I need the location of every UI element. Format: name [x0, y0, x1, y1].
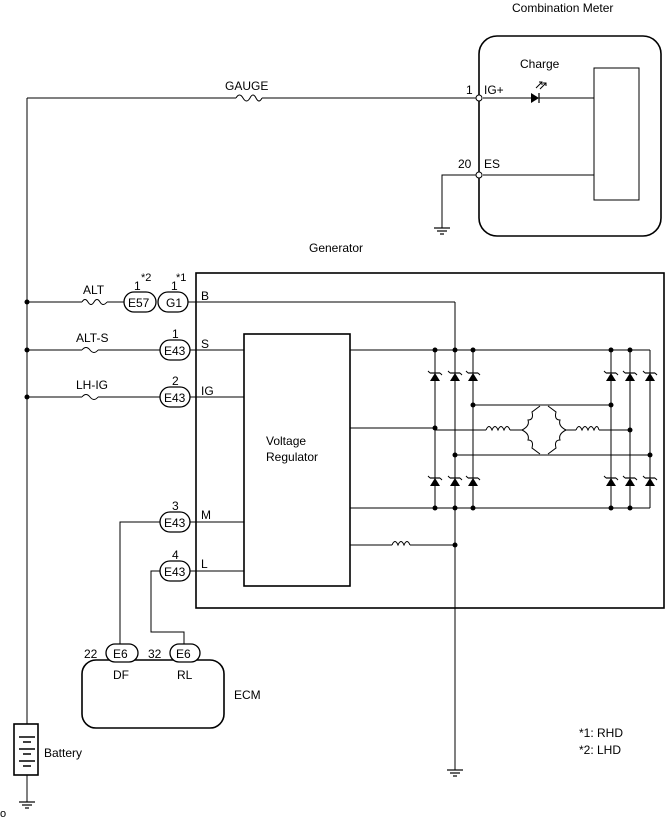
battery-ground-icon [18, 801, 36, 809]
connector-g1-note: *1 [176, 272, 186, 284]
connector-e43-s-pin: 1 [172, 327, 179, 341]
generator-label: Generator [309, 241, 363, 255]
voltage-regulator-box [243, 333, 351, 587]
generator-box [195, 272, 665, 609]
connector-e43-s [159, 339, 191, 361]
diode-icon [465, 370, 481, 382]
alt-fuse-icon [81, 299, 108, 305]
meter-gauge-block [593, 67, 640, 201]
lh-ig-fuse-icon [81, 394, 99, 400]
ecm-label: ECM [234, 688, 261, 702]
diode-icon [642, 475, 658, 487]
lh-ig-fuse-label: LH-IG [76, 378, 108, 392]
battery-label: Battery [44, 746, 82, 760]
combination-meter-box [478, 35, 662, 237]
combination-meter: Combination Meter Charge 1 IG+ 20 ES [458, 1, 662, 237]
terminal-ig-label: IG [201, 384, 214, 398]
generator-ground-icon [446, 769, 464, 777]
connector-e43-l-pin: 4 [172, 548, 179, 562]
connector-e43-ig-label: E43 [164, 391, 186, 405]
diode-icon [622, 370, 638, 382]
battery: Battery [13, 723, 82, 776]
voltage-regulator-label-2: Regulator [266, 450, 318, 464]
connector-e6-df-pin: 22 [84, 647, 98, 661]
corner-mark: o [0, 808, 6, 819]
pin-es-number: 20 [458, 157, 472, 171]
connector-e6-rl-pin: 32 [148, 647, 162, 661]
note-lhd: *2: LHD [579, 743, 621, 757]
note-rhd: *1: RHD [579, 726, 623, 740]
diode-icon [427, 475, 443, 487]
connector-e57 [123, 291, 157, 313]
terminal-m-label: M [201, 508, 211, 522]
pin-es-terminal [475, 171, 483, 179]
connector-g1 [157, 291, 189, 313]
stator-coil-right-icon [547, 405, 600, 455]
alt-s-fuse-label: ALT-S [76, 331, 108, 345]
ecm-terminal-df: DF [113, 668, 129, 682]
charge-lamp-label: Charge [520, 57, 560, 71]
ecm: ECM E6 E6 22 32 DF RL [81, 643, 261, 729]
diode-icon [603, 370, 619, 382]
pin-ig-plus-name: IG+ [484, 83, 504, 97]
connector-e6-rl [169, 643, 201, 663]
diode-icon [465, 475, 481, 487]
connector-e43-s-label: E43 [164, 344, 186, 358]
connector-e43-ig-pin: 2 [172, 374, 179, 388]
diode-icon [447, 370, 463, 382]
connector-e6-df [105, 643, 139, 663]
diode-icon [622, 475, 638, 487]
connector-e43-l-label: E43 [164, 565, 186, 579]
combination-meter-label: Combination Meter [512, 1, 613, 15]
connector-g1-pin: 1 [171, 279, 178, 293]
voltage-regulator-label-1: Voltage [266, 434, 306, 448]
connector-g1-label: G1 [166, 296, 182, 310]
alt-s-fuse-icon [81, 347, 99, 353]
diode-icon [427, 370, 443, 382]
generator: Generator Voltage Regulator [195, 241, 665, 609]
ecm-box [81, 659, 225, 729]
terminal-l-label: L [201, 557, 208, 571]
alt-fuse-label: ALT [83, 283, 105, 297]
stator-coil-left-icon [485, 405, 541, 455]
rectifier-bridge [350, 347, 658, 511]
diode-icon [447, 475, 463, 487]
connector-e57-label: E57 [128, 296, 150, 310]
field-coil-icon [391, 541, 411, 547]
gauge-fuse-icon [235, 94, 263, 102]
pin-ig-plus-number: 1 [466, 83, 473, 97]
connector-e43-m [159, 511, 191, 533]
diode-icon [642, 370, 658, 382]
connector-e6-rl-label: E6 [176, 647, 191, 661]
battery-box [13, 723, 39, 776]
connector-e6-df-label: E6 [113, 647, 128, 661]
diode-icon [603, 475, 619, 487]
terminal-b-label: B [201, 289, 209, 303]
connector-e57-note: *2 [141, 272, 151, 284]
connector-e43-l [159, 560, 191, 582]
connector-e57-pin: 1 [134, 279, 141, 293]
connector-e43-m-label: E43 [164, 516, 186, 530]
pin-es-name: ES [484, 157, 500, 171]
ecm-terminal-rl: RL [177, 668, 193, 682]
pin-ig-plus-terminal [475, 94, 483, 102]
gauge-fuse-label: GAUGE [225, 79, 268, 93]
charge-warning-led [531, 81, 547, 103]
meter-ground-icon [433, 227, 451, 235]
connector-e43-ig [159, 386, 191, 408]
connector-e43-m-pin: 3 [172, 499, 179, 513]
terminal-s-label: S [201, 337, 209, 351]
